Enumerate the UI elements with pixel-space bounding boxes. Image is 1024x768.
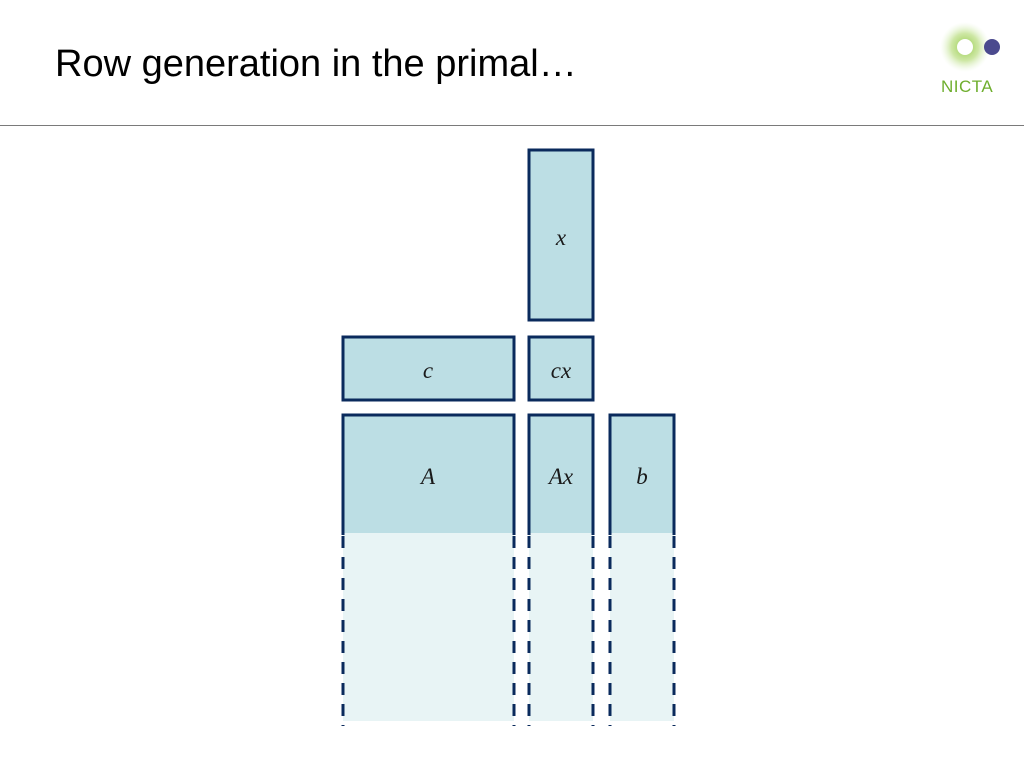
nicta-logo: [940, 22, 1000, 72]
Ax-block: [529, 415, 593, 533]
A-block-border: [341, 413, 516, 535]
logo-purple-dot: [984, 39, 1000, 55]
title-divider: [0, 125, 1024, 126]
cx-label: cx: [551, 358, 572, 383]
b-extension: [610, 533, 674, 721]
A-extension: [343, 533, 514, 721]
A-label: A: [419, 464, 436, 489]
x-block: [527, 148, 595, 322]
x-label: x: [555, 225, 567, 250]
slide-title: Row generation in the primal…: [55, 43, 577, 85]
cx-block: [527, 335, 595, 402]
b-label: b: [636, 464, 648, 489]
c-block: [341, 335, 516, 402]
Ax-block-border: [527, 413, 595, 535]
logo-white-dot: [957, 39, 973, 55]
Ax-label: Ax: [547, 464, 574, 489]
A-block: [343, 415, 514, 533]
Ax-extension: [529, 533, 593, 721]
b-block-border: [608, 413, 676, 535]
c-label: c: [423, 358, 433, 383]
logo-wordmark: NICTA: [941, 77, 994, 96]
b-block: [610, 415, 674, 533]
